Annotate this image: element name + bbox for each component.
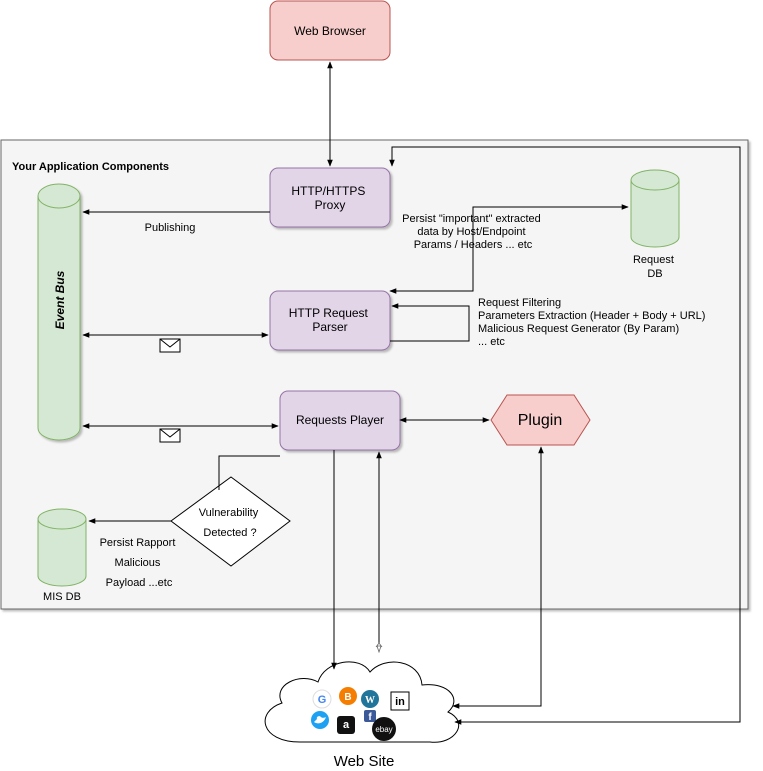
application-components-title: Your Application Components — [12, 161, 169, 173]
google-icon: G — [312, 689, 332, 709]
wordpress-glyph: W — [365, 695, 375, 706]
outer-loop-connector — [389, 146, 741, 725]
envelope-icon — [159, 338, 181, 353]
event-bus-label: Event Bus — [53, 270, 67, 329]
proxy-label-line1: HTTP/HTTPS — [291, 184, 365, 198]
parser-note-line2: Parameters Extraction (Header + Body + U… — [478, 310, 705, 322]
proxy-label-line2: Proxy — [315, 198, 346, 212]
ebay-glyph: ebay — [375, 725, 392, 734]
persist-request-line1: Persist "important" extracted — [402, 213, 541, 225]
website-label: Web Site — [334, 753, 395, 770]
request-db-label-line1: Request — [633, 254, 674, 266]
request-db-label: Request DB — [633, 254, 677, 280]
google-glyph: G — [318, 694, 327, 706]
proxy-label: HTTP/HTTPS Proxy — [291, 184, 368, 212]
mis-db-label: MIS DB — [43, 591, 81, 603]
vulnerability-diamond — [170, 476, 291, 567]
publishing-label: Publishing — [145, 222, 196, 234]
blogger-glyph: B — [344, 692, 351, 703]
wordpress-icon: W — [361, 690, 379, 708]
persist-rapport-line1: Persist Rapport — [100, 537, 176, 549]
web-browser-box — [269, 0, 391, 61]
blogger-icon: B — [339, 687, 357, 705]
persist-rapport-label: Persist Rapport Malicious Payload ...etc — [100, 537, 179, 589]
vulnerability-label-line2: Detected ? — [203, 527, 256, 539]
player-vulnerability-connector — [218, 455, 280, 490]
twitter-icon — [311, 711, 329, 729]
plugin-label: Plugin — [518, 412, 562, 429]
parser-note-line3: Malicious Request Generator (By Param) — [478, 323, 679, 335]
persist-request-line2: data by Host/Endpoint — [417, 226, 525, 238]
amazon-icon: a — [337, 716, 355, 734]
plugin-hexagon — [490, 394, 591, 446]
event-bus — [37, 183, 81, 441]
facebook-icon: f — [364, 710, 376, 723]
amazon-glyph: a — [343, 719, 350, 731]
requests-player-label: Requests Player — [296, 413, 384, 427]
ebay-icon: ebay — [372, 717, 396, 741]
linkedin-glyph: in — [395, 696, 405, 708]
persist-rapport-line2: Malicious — [115, 557, 161, 569]
vulnerability-label: Vulnerability Detected ? — [199, 507, 262, 539]
mis-db — [37, 508, 87, 587]
request-db-label-line2: DB — [647, 268, 662, 280]
vulnerability-label-line1: Vulnerability — [199, 507, 259, 519]
request-db — [630, 169, 680, 248]
linkedin-icon: in — [390, 691, 410, 711]
cursor-icon — [375, 642, 383, 654]
parser-notes-label: Request Filtering Parameters Extraction … — [478, 297, 709, 348]
parser-label: HTTP Request Parser — [289, 306, 372, 334]
parser-note-line4: ... etc — [478, 336, 505, 348]
envelope-icon — [159, 428, 181, 443]
parser-label-line2: Parser — [312, 320, 347, 334]
facebook-glyph: f — [368, 712, 372, 723]
parser-label-line1: HTTP Request — [289, 306, 369, 320]
parser-note-line1: Request Filtering — [478, 297, 561, 309]
plugin-website-connector — [452, 446, 544, 709]
web-browser-label: Web Browser — [294, 24, 366, 38]
persist-rapport-line3: Payload ...etc — [106, 577, 173, 589]
